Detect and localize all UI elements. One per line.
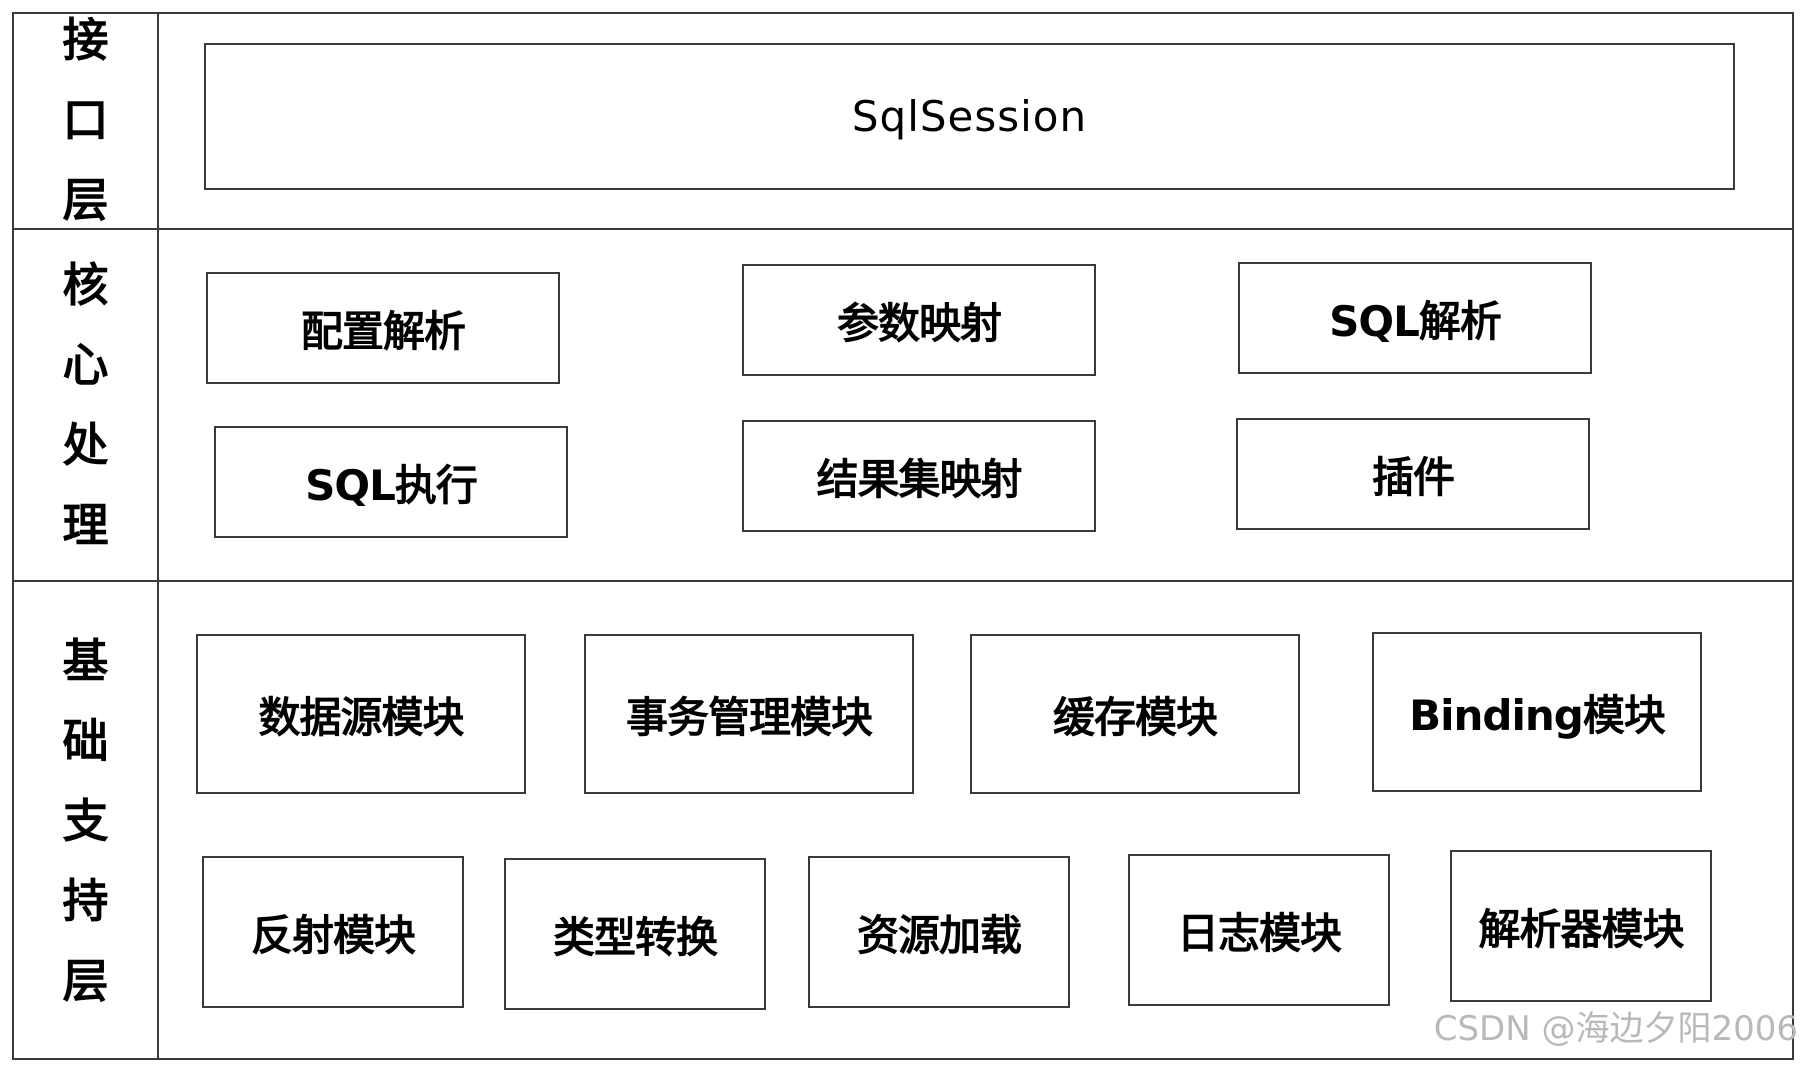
binding-module-label: Binding模块	[1409, 690, 1666, 740]
binding-module-box: Binding模块	[1372, 632, 1702, 792]
result-map-box: 结果集映射	[742, 420, 1096, 532]
sqlsession-box: SqlSession	[204, 43, 1735, 190]
datasource-module-box: 数据源模块	[196, 634, 526, 794]
config-parse-box: 配置解析	[206, 272, 560, 384]
label-char: 处	[62, 418, 109, 472]
type-convert-label: 类型转换	[552, 912, 718, 962]
cache-module-box: 缓存模块	[970, 634, 1300, 794]
param-map-label: 参数映射	[836, 298, 1002, 348]
datasource-module-label: 数据源模块	[258, 692, 464, 742]
label-column-divider	[157, 12, 159, 1060]
sql-parse-label: SQL解析	[1329, 296, 1502, 346]
label-char: 支	[62, 794, 109, 848]
transaction-module-label: 事务管理模块	[625, 692, 873, 742]
reflection-module-label: 反射模块	[250, 910, 416, 960]
cache-module-label: 缓存模块	[1052, 692, 1218, 742]
label-char: 接	[62, 13, 109, 67]
log-module-label: 日志模块	[1176, 908, 1342, 958]
transaction-module-box: 事务管理模块	[584, 634, 914, 794]
label-char: 核	[62, 258, 109, 312]
parser-module-box: 解析器模块	[1450, 850, 1712, 1002]
diagram-frame	[12, 12, 1794, 1060]
label-char: 持	[62, 874, 109, 928]
layer-divider-interface-core	[12, 228, 1794, 230]
label-char: 础	[62, 714, 109, 768]
plugin-label: 插件	[1371, 452, 1455, 502]
plugin-box: 插件	[1236, 418, 1590, 530]
log-module-box: 日志模块	[1128, 854, 1390, 1006]
param-map-box: 参数映射	[742, 264, 1096, 376]
reflection-module-box: 反射模块	[202, 856, 464, 1008]
base-layer-label: 基 础 支 持 层	[14, 582, 157, 1060]
sql-exec-box: SQL执行	[214, 426, 568, 538]
layer-divider-core-base	[12, 580, 1794, 582]
watermark: CSDN @海边夕阳2006	[1433, 1009, 1798, 1049]
parser-module-label: 解析器模块	[1478, 904, 1684, 954]
label-char: 心	[62, 338, 109, 392]
resource-load-box: 资源加载	[808, 856, 1070, 1008]
sql-parse-box: SQL解析	[1238, 262, 1592, 374]
config-parse-label: 配置解析	[300, 306, 466, 356]
sqlsession-label: SqlSession	[851, 92, 1088, 141]
type-convert-box: 类型转换	[504, 858, 766, 1010]
label-char: 层	[62, 173, 109, 227]
sql-exec-label: SQL执行	[305, 460, 478, 510]
interface-layer-label: 接 口 层	[14, 12, 157, 228]
resource-load-label: 资源加载	[856, 910, 1022, 960]
label-char: 基	[62, 634, 109, 688]
core-layer-label: 核 心 处 理	[14, 230, 157, 580]
label-char: 层	[62, 954, 109, 1008]
label-char: 理	[62, 498, 109, 552]
label-char: 口	[62, 93, 109, 147]
result-map-label: 结果集映射	[816, 454, 1022, 504]
